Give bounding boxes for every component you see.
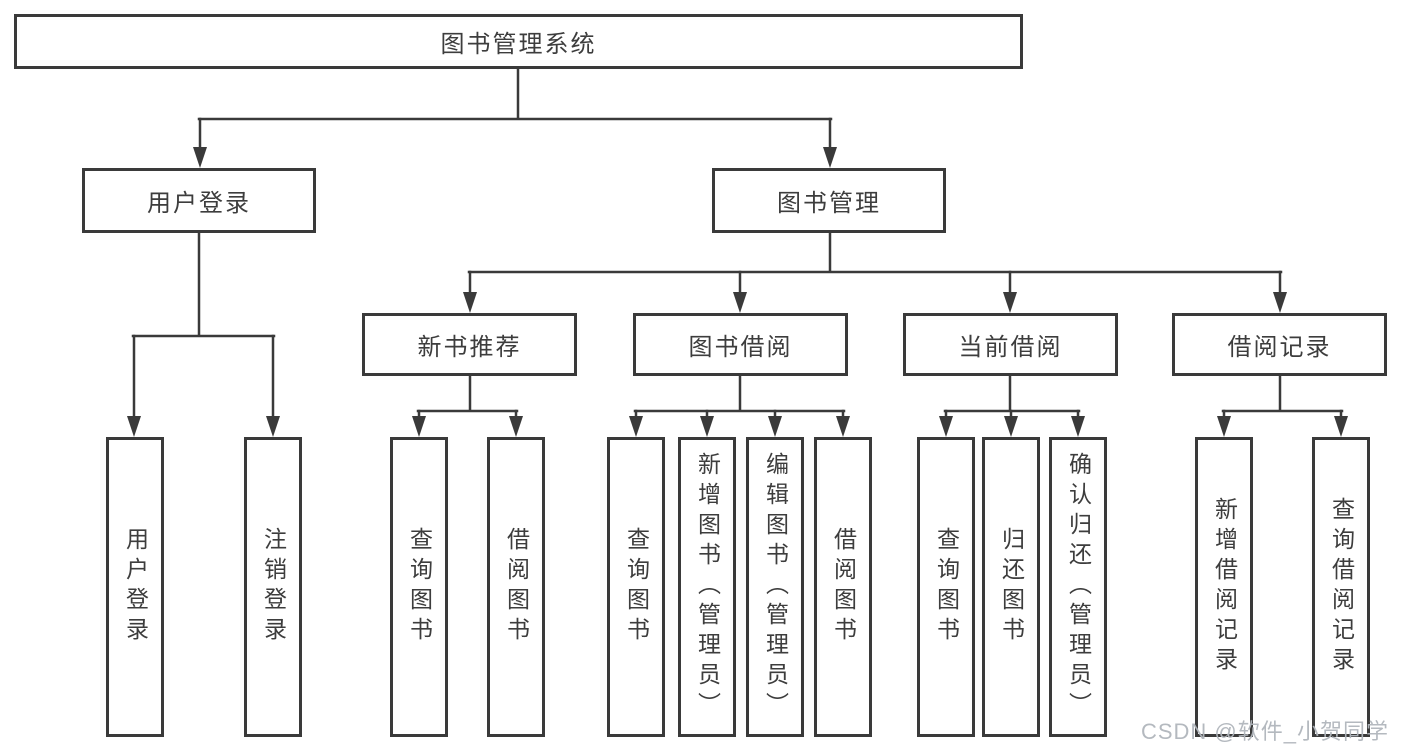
- node-root: 图书管理系统: [14, 14, 1023, 69]
- leaf-query-books-borrowing-label: 查询图书: [623, 527, 650, 647]
- leaf-borrow-books-borrowing-label: 借阅图书: [830, 527, 857, 647]
- node-current-borrowing: 当前借阅: [903, 313, 1118, 376]
- node-borrowing-records-label: 借阅记录: [1227, 334, 1332, 361]
- node-user-login: 用户登录: [82, 168, 316, 233]
- leaf-return-books-label: 归还图书: [998, 527, 1025, 647]
- leaf-add-book-admin: 新增图书（管理员）: [678, 437, 736, 737]
- node-book-management: 图书管理: [712, 168, 946, 233]
- node-root-label: 图书管理系统: [440, 31, 597, 58]
- leaf-return-books: 归还图书: [982, 437, 1040, 737]
- connector-trunks: [131, 67, 1344, 413]
- leaf-confirm-return-admin: 确认归还（管理员）: [1049, 437, 1107, 737]
- leaf-query-books-borrowing: 查询图书: [607, 437, 665, 737]
- leaf-query-borrow-record: 查询借阅记录: [1312, 437, 1370, 737]
- leaf-edit-book-admin: 编辑图书（管理员）: [746, 437, 804, 737]
- node-user-login-label: 用户登录: [147, 190, 251, 217]
- leaf-add-borrow-record-label: 新增借阅记录: [1211, 497, 1238, 677]
- connector-arrow-shafts: [132, 117, 1343, 422]
- node-new-book-recommendation: 新书推荐: [362, 313, 577, 376]
- node-book-management-label: 图书管理: [777, 190, 881, 217]
- leaf-user-login: 用户登录: [106, 437, 164, 737]
- leaf-query-books-recommend: 查询图书: [390, 437, 448, 737]
- leaf-borrow-books-borrowing: 借阅图书: [814, 437, 872, 737]
- leaf-query-books-recommend-label: 查询图书: [406, 527, 433, 647]
- node-book-borrowing: 图书借阅: [633, 313, 848, 376]
- node-borrowing-records: 借阅记录: [1172, 313, 1387, 376]
- connector-arrowheads: [127, 147, 1348, 437]
- leaf-logout-label: 注销登录: [260, 527, 287, 647]
- node-current-borrowing-label: 当前借阅: [958, 334, 1063, 361]
- leaf-add-book-admin-label: 新增图书（管理员）: [694, 452, 721, 722]
- leaf-confirm-return-admin-label: 确认归还（管理员）: [1065, 452, 1092, 722]
- leaf-borrow-books-recommend: 借阅图书: [487, 437, 545, 737]
- leaf-borrow-books-recommend-label: 借阅图书: [503, 527, 530, 647]
- leaf-logout: 注销登录: [244, 437, 302, 737]
- leaf-add-borrow-record: 新增借阅记录: [1195, 437, 1253, 737]
- node-book-borrowing-label: 图书借阅: [688, 334, 793, 361]
- leaf-query-borrow-record-label: 查询借阅记录: [1328, 497, 1355, 677]
- leaf-edit-book-admin-label: 编辑图书（管理员）: [762, 452, 789, 722]
- node-new-book-recommendation-label: 新书推荐: [417, 334, 522, 361]
- leaf-user-login-label: 用户登录: [122, 527, 149, 647]
- watermark: CSDN @软件_小贺同学: [1140, 719, 1389, 744]
- leaf-query-books-current-label: 查询图书: [933, 527, 960, 647]
- leaf-query-books-current: 查询图书: [917, 437, 975, 737]
